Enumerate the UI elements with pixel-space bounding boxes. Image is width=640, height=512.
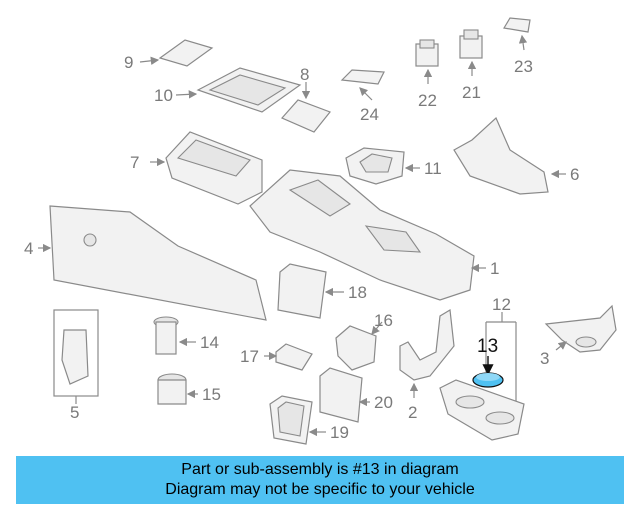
callout-11: 11 <box>424 159 442 178</box>
callout-18: 18 <box>348 283 367 302</box>
banner-line-2: Diagram may not be specific to your vehi… <box>165 481 475 498</box>
banner-line-1: Part or sub-assembly is #13 in diagram <box>181 461 459 478</box>
callout-1: 1 <box>490 259 499 278</box>
callout-14: 14 <box>200 333 219 352</box>
callout-6: 6 <box>570 165 579 184</box>
part-9-pad <box>139 39 214 67</box>
part-4-panel <box>38 205 267 321</box>
callout-7: 7 <box>130 153 139 172</box>
callout-8: 8 <box>300 65 309 84</box>
callout-15: 15 <box>202 385 221 404</box>
callout-21: 21 <box>462 83 481 102</box>
part-2-bracket <box>399 309 455 398</box>
callout-5: 5 <box>70 403 79 422</box>
callout-2: 2 <box>408 403 417 422</box>
part-1-console <box>249 169 486 301</box>
callout-3: 3 <box>540 349 549 368</box>
part-18-module <box>277 263 344 319</box>
info-banner: Part or sub-assembly is #13 in diagram D… <box>16 456 624 504</box>
callout-22: 22 <box>418 91 437 110</box>
parts-diagram: 9 10 8 24 22 21 23 7 <box>24 17 617 445</box>
part-7-bin <box>150 131 263 205</box>
part-10-tray <box>175 67 302 113</box>
callout-23: 23 <box>514 57 533 76</box>
part-5-bracket <box>53 309 99 404</box>
part-24-cover <box>340 69 385 101</box>
part-22-switch <box>415 39 439 84</box>
part-11-boot <box>345 147 420 185</box>
part-21-switch <box>459 29 483 76</box>
part-17-connector <box>264 343 313 371</box>
part-3-bracket <box>544 304 617 353</box>
part-23-switch <box>503 17 531 51</box>
part-8-mat <box>281 82 331 133</box>
callout-13: 13 <box>477 336 498 357</box>
part-12-cupholder <box>439 312 525 441</box>
callout-20: 20 <box>374 393 393 412</box>
callout-16: 16 <box>374 311 393 330</box>
callout-9: 9 <box>124 53 133 72</box>
part-15-socket <box>157 373 198 405</box>
callout-12: 12 <box>492 295 511 314</box>
callout-4: 4 <box>24 239 33 258</box>
callout-19: 19 <box>330 423 349 442</box>
callout-10: 10 <box>154 86 173 105</box>
part-13-insert <box>472 356 504 388</box>
part-16-box <box>335 321 383 371</box>
callout-24: 24 <box>360 105 379 124</box>
part-20-plate <box>319 367 370 423</box>
part-6-trim <box>453 116 566 195</box>
callout-17: 17 <box>240 347 259 366</box>
part-14-socket <box>153 316 196 355</box>
part-19-mat <box>269 395 326 445</box>
